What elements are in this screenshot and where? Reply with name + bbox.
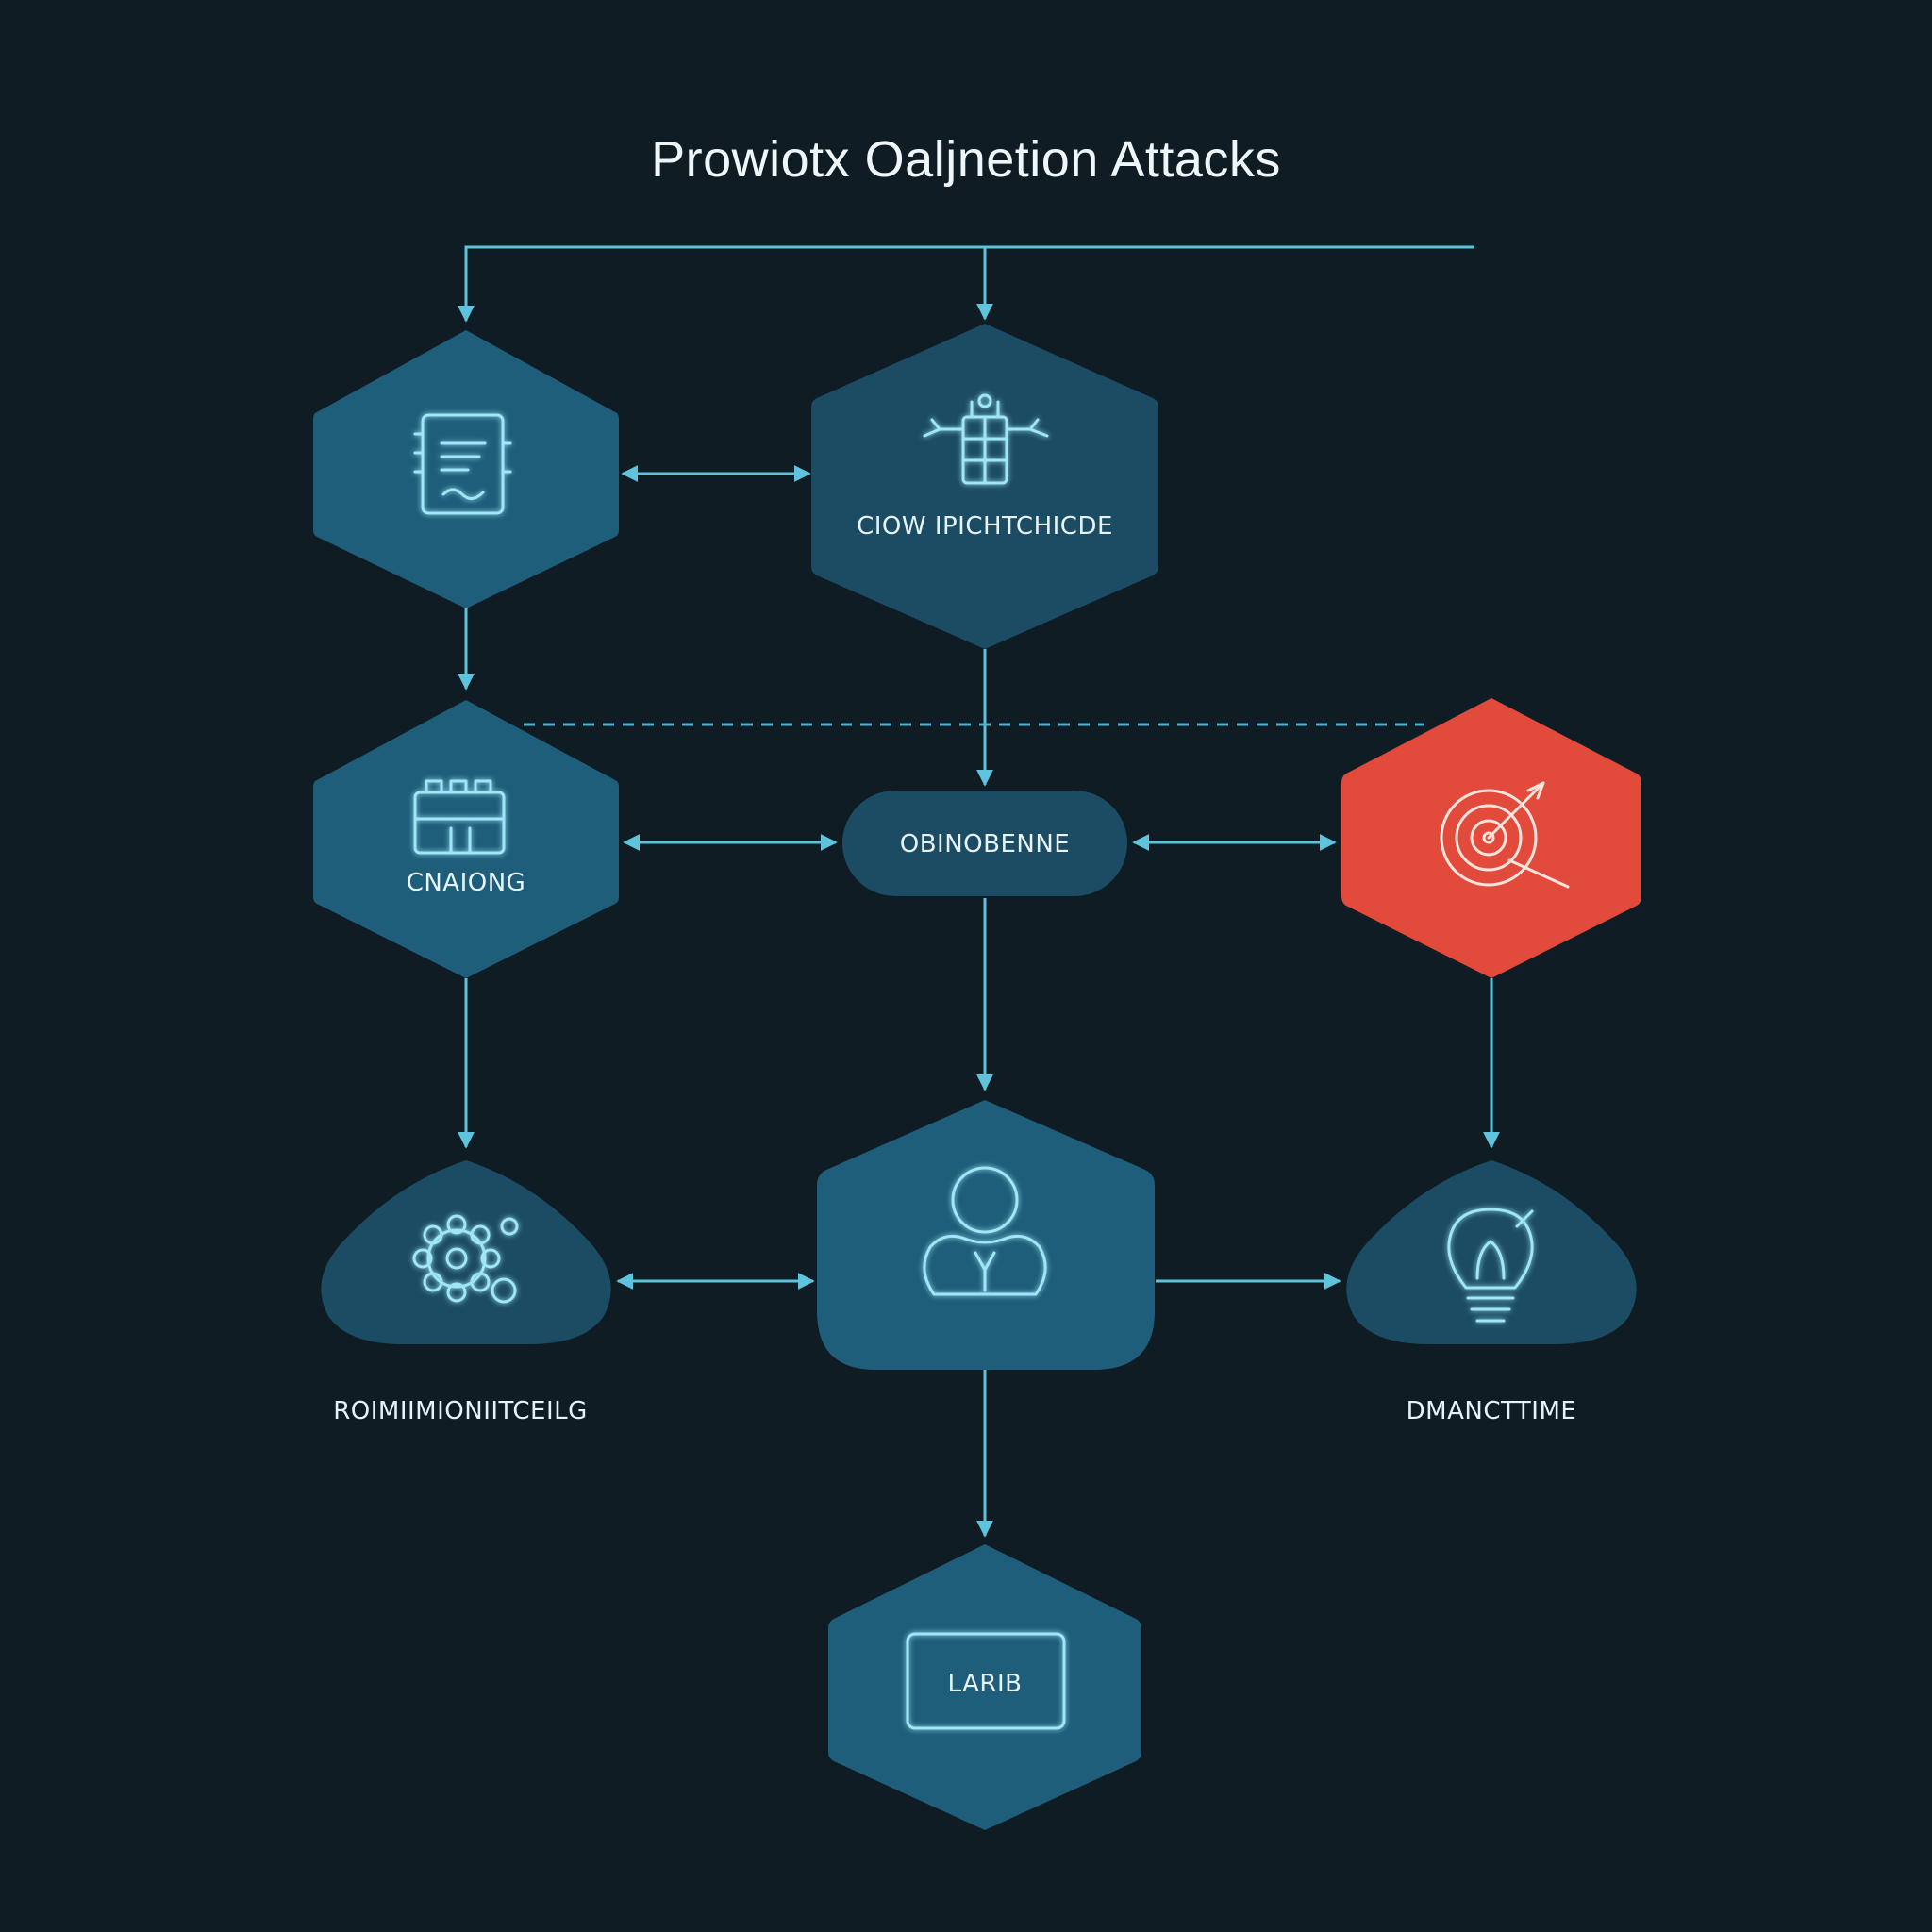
document-icon — [413, 413, 512, 515]
node-top-left[interactable] — [313, 330, 619, 608]
node-bot-center[interactable] — [817, 1100, 1155, 1370]
node-mid-center-label: OBINOBENNE — [900, 830, 1070, 858]
plugin-module-icon — [413, 779, 506, 855]
node-mid-left[interactable]: CNAIONG — [313, 700, 619, 978]
node-mid-left-label: CNAIONG — [407, 869, 526, 897]
node-bottom[interactable]: LARIB — [828, 1544, 1141, 1830]
connectors — [458, 245, 1500, 1538]
node-mid-center[interactable]: OBINOBENNE — [842, 791, 1127, 896]
label-frame-icon — [906, 1632, 1066, 1730]
node-bot-right-caption: DMANCTTIME — [1407, 1397, 1577, 1425]
lightbulb-icon — [1447, 1208, 1534, 1323]
node-bot-right[interactable] — [1346, 1160, 1637, 1344]
node-bottom-label: LARIB — [948, 1670, 1023, 1698]
gears-icon — [412, 1214, 519, 1304]
connector-top-to-topleft — [458, 245, 1474, 323]
node-mid-right[interactable] — [1341, 698, 1641, 978]
target-icon — [1440, 781, 1570, 889]
diagram-title: Prowiotx Oaljnetion Attacks — [651, 131, 1281, 188]
user-icon — [923, 1166, 1047, 1296]
node-bot-left-caption: ROIMIIMIONIITCEILG — [333, 1397, 588, 1425]
node-top-center[interactable]: CIOW IPICHTCHICDE — [811, 324, 1158, 649]
node-bot-left[interactable] — [321, 1160, 611, 1344]
node-top-center-label: CIOW IPICHTCHICDE — [857, 512, 1113, 541]
circuit-chip-icon — [923, 393, 1049, 485]
